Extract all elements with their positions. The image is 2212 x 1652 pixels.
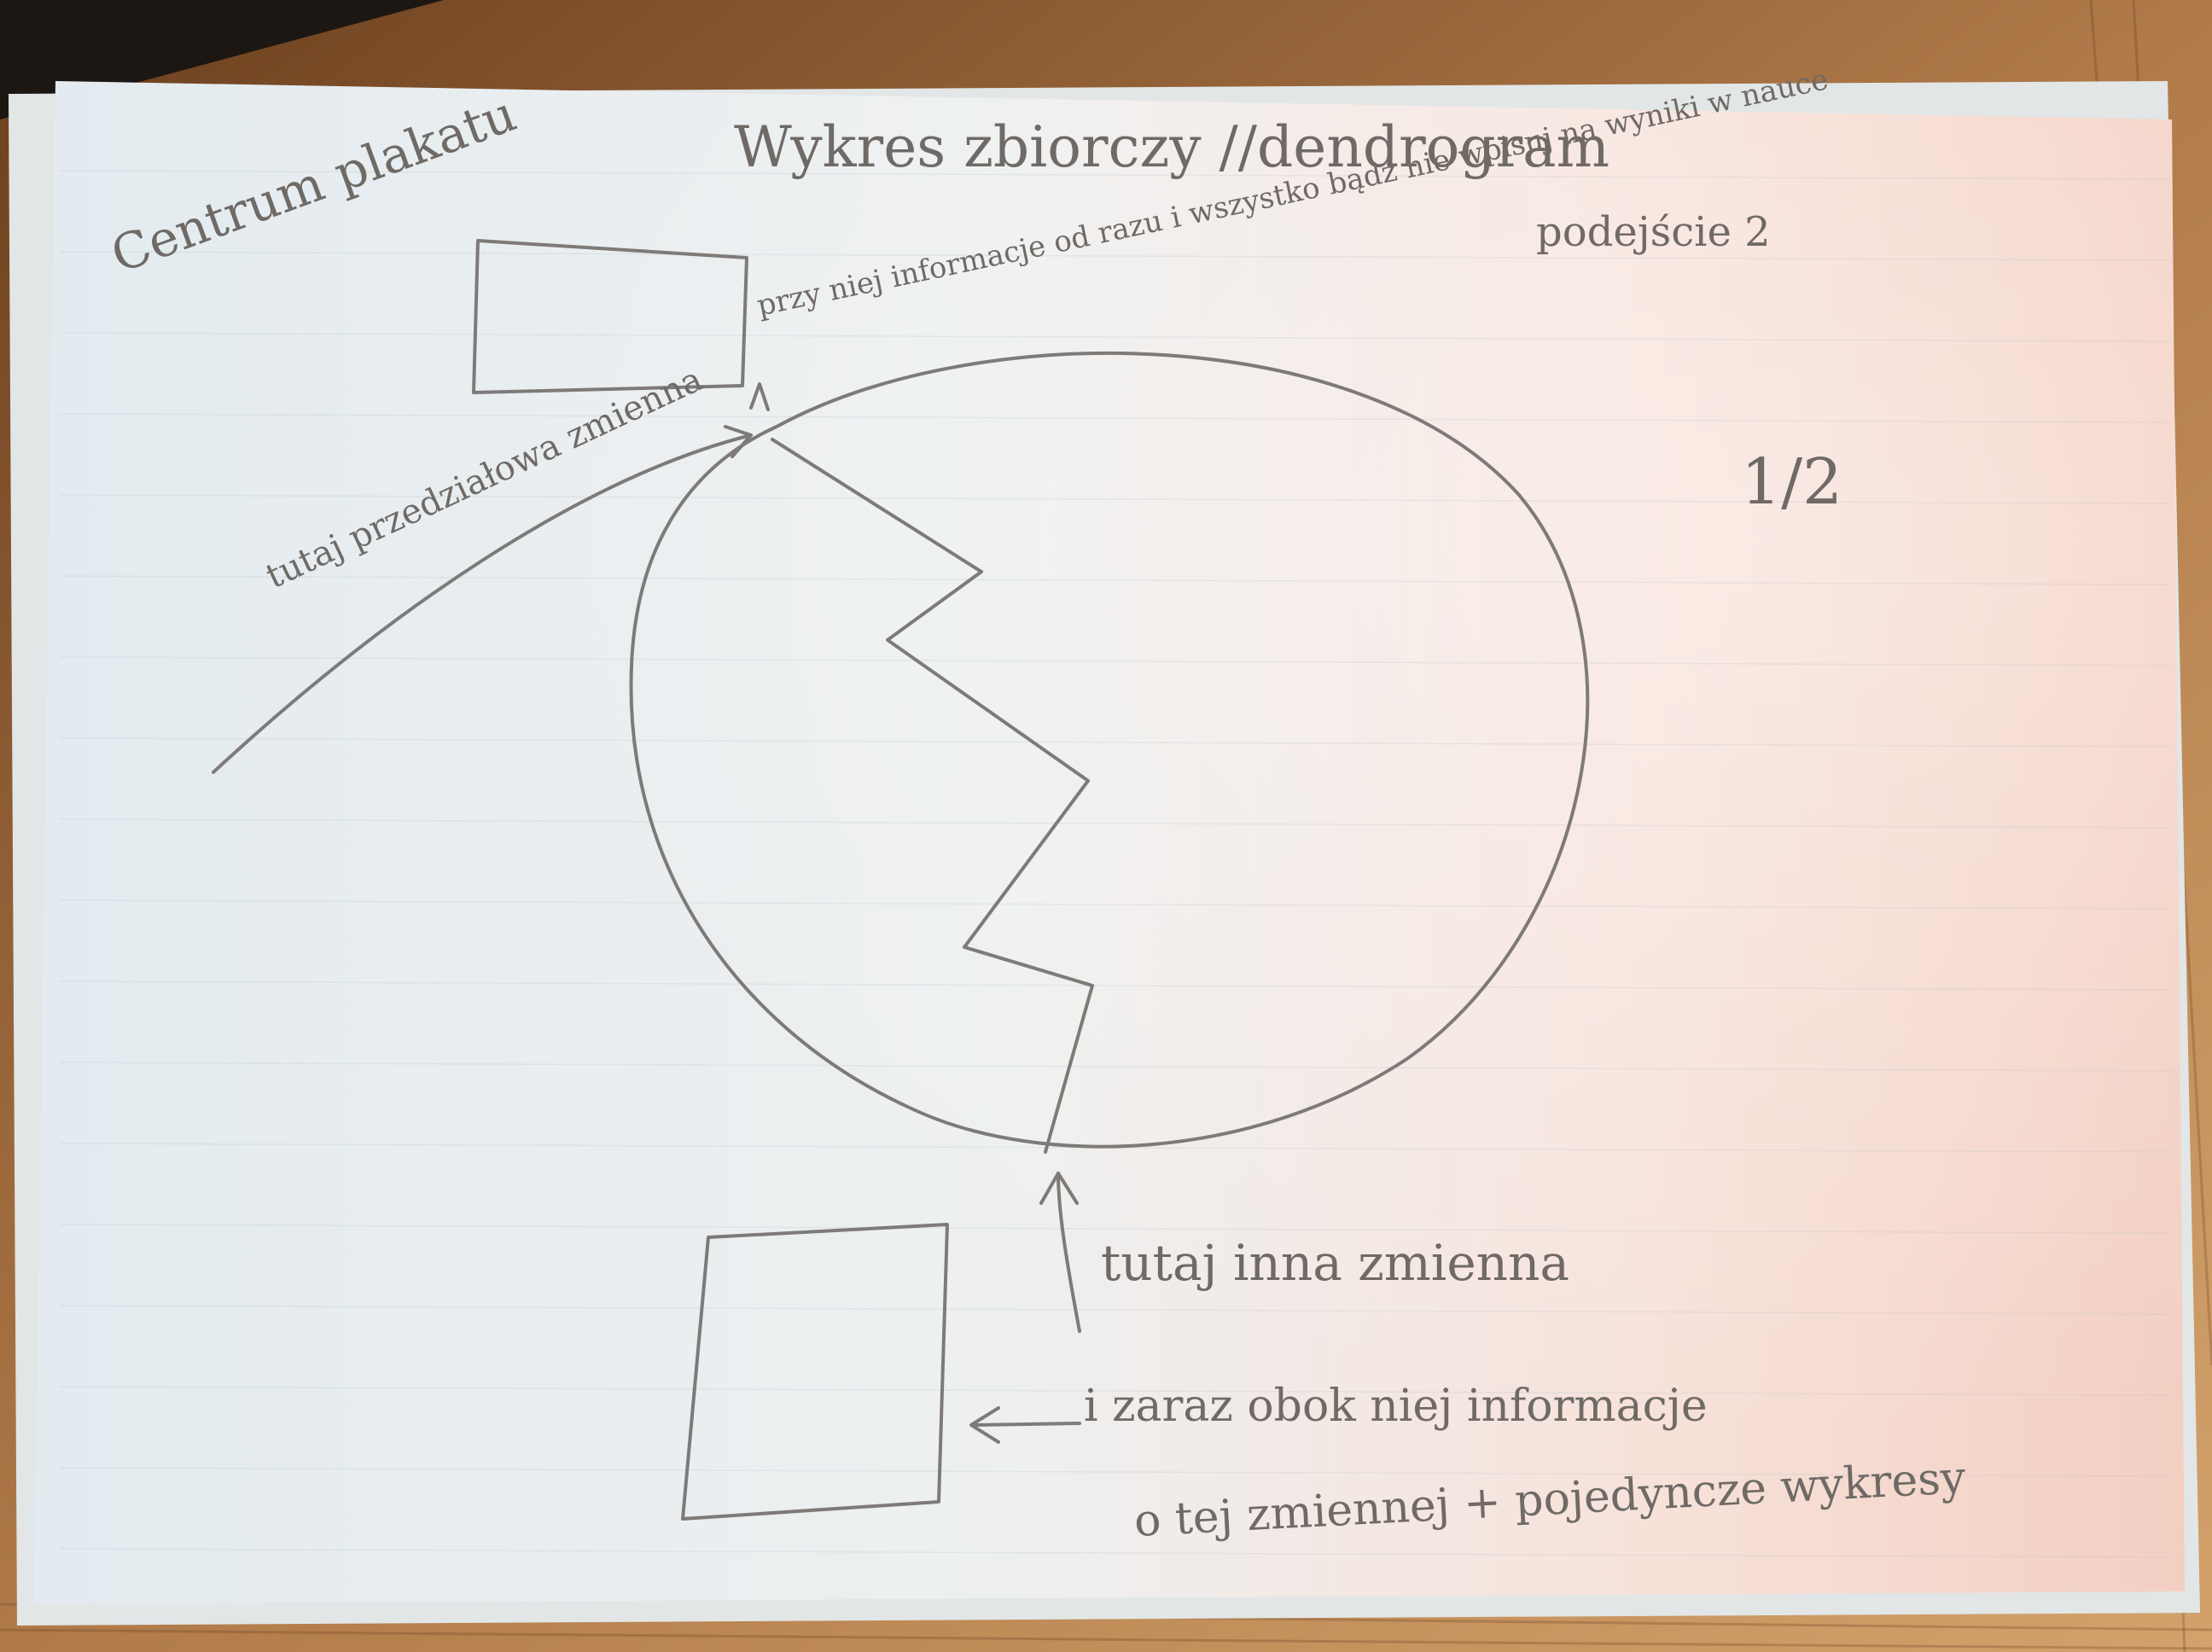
pie-circle [629, 351, 1590, 1149]
grid-line [59, 1305, 2173, 1315]
grid-line [59, 818, 2173, 829]
grid-line [59, 494, 2173, 504]
grid-line [59, 251, 2173, 261]
paper-grid [59, 170, 2173, 1558]
pencil-drawing [212, 239, 1590, 1521]
sketch-subtitle: podejście 2 [1536, 208, 1771, 256]
bottom-up-arrow [1057, 1172, 1081, 1333]
page-number: 1/2 [1741, 445, 1842, 519]
curved-arrow [212, 433, 753, 774]
grid-line [59, 1548, 2173, 1558]
grid-line [59, 413, 2173, 423]
left-arrow [971, 1422, 1081, 1427]
grid-line [59, 1224, 2173, 1234]
grid-line [59, 1467, 2173, 1477]
grid-line [59, 656, 2173, 666]
grid-line [59, 980, 2173, 991]
grid-line [59, 1062, 2173, 1072]
grid-line [59, 1386, 2173, 1396]
grid-line [59, 170, 2173, 180]
sketch-title: Wykres zbiorczy //dendrogram [734, 114, 1610, 180]
grid-line [59, 575, 2173, 585]
bottom-note-2: i zaraz obok niej informacje [1084, 1381, 1708, 1432]
grid-line [59, 332, 2173, 342]
grid-line [59, 899, 2173, 910]
small-up-arrow [749, 382, 770, 411]
bottom-box [681, 1223, 949, 1521]
top-left-box [472, 239, 748, 394]
pie-split-line [771, 438, 1094, 1154]
bottom-note-1: tutaj inna zmienna [1101, 1234, 1569, 1292]
grid-line [59, 737, 2173, 747]
paper-glare [34, 81, 2185, 1604]
